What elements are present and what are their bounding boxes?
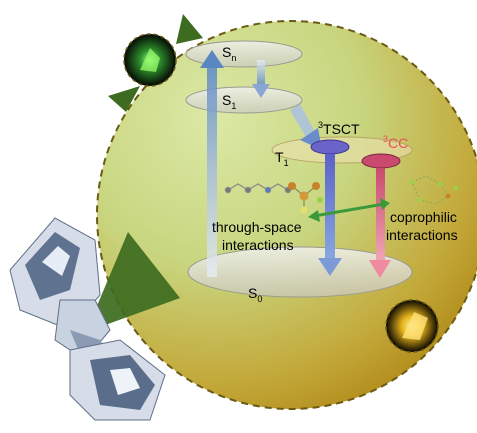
background-circle [96, 20, 477, 410]
s1-label: S1 [222, 92, 236, 111]
tsct-disk [310, 139, 350, 155]
green-crystal-highlight [140, 48, 160, 72]
tsct-label: 3TSCT [318, 120, 360, 137]
t1-label: T1 [275, 149, 289, 168]
s0-level [187, 246, 413, 298]
s1-level [185, 86, 303, 114]
triangle-top [176, 14, 203, 44]
triangle-left [108, 86, 140, 112]
cc-label: 3CC [383, 134, 408, 151]
yellow-crystal-highlight [402, 312, 428, 340]
internal-conversion-arrow [252, 60, 270, 98]
tsct-emission-arrow [318, 154, 342, 276]
s0-label: S0 [248, 285, 262, 304]
sn-label: Sn [222, 44, 236, 63]
triangle-bottom [86, 232, 180, 332]
cuprophilic-label: coprophilic interactions [386, 209, 461, 243]
cc-disk [361, 153, 401, 169]
cc-emission-arrow [369, 168, 391, 278]
through-space-label: through-space interactions [212, 219, 305, 253]
crystal-packing-icon [9, 217, 166, 421]
copper-complex-molecule-icon [288, 182, 323, 214]
interaction-arrow [308, 198, 390, 222]
ligand-molecule-icon [224, 183, 292, 194]
dimer-molecule-icon [409, 175, 459, 205]
absorption-arrow [200, 50, 224, 277]
